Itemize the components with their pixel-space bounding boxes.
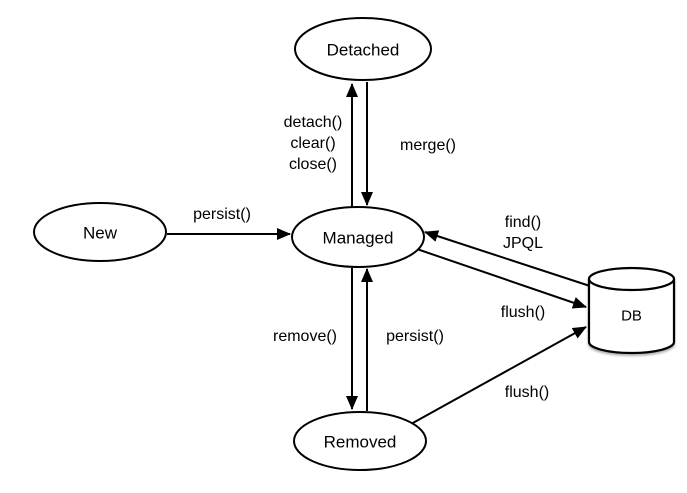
edge-removed-to-db [410,326,587,425]
node-managed-label: Managed [323,229,394,248]
node-new: New [33,202,167,262]
edge-db-to-managed [424,230,594,288]
edge-label-clear: clear() [290,135,335,152]
edge-label-remove: remove() [273,328,337,345]
node-managed: Managed [291,206,425,268]
edge-label-merge: merge() [400,137,456,154]
node-db: DB [587,266,676,355]
edge-managed-to-db [410,246,587,309]
edge-label-jpql: JPQL [503,235,543,252]
edge-label-flush-managed: flush() [501,304,545,321]
edge-label-persist-removed: persist() [386,328,444,345]
node-removed-shape [293,411,427,471]
db-cylinder-top [587,266,676,292]
node-new-label: New [83,224,118,243]
node-detached-shape [294,17,432,81]
edge-label-close: close() [289,156,337,173]
node-detached: Detached [294,17,432,81]
edge-label-detach: detach() [284,114,343,131]
node-new-shape [33,202,167,262]
edge-label-find: find() [505,214,541,231]
node-removed: Removed [293,411,427,471]
db-cylinder-body [587,279,676,355]
node-removed-label: Removed [324,433,397,452]
node-detached-label: Detached [327,41,400,60]
edge-label-persist-new: persist() [193,206,251,223]
node-db-label: DB [621,308,642,325]
edge-label-flush-removed: flush() [505,384,549,401]
node-managed-shape [291,206,425,268]
